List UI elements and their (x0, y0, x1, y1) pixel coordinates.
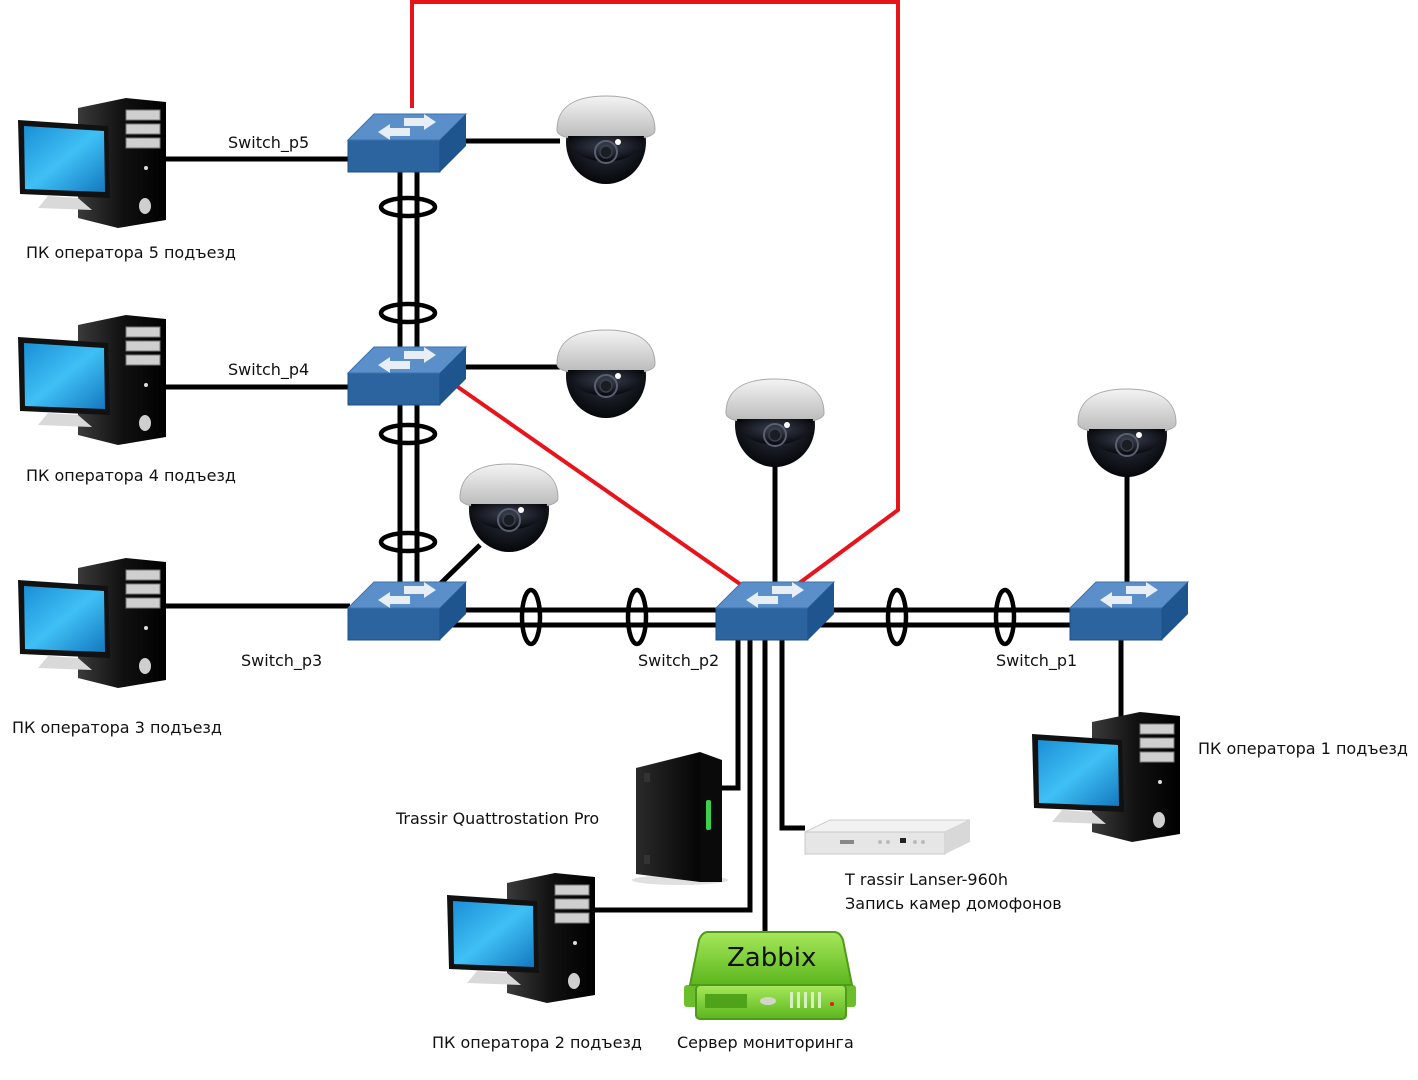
switch-p4[interactable] (347, 346, 467, 406)
pc-operator-5-label: ПК оператора 5 подъезд (26, 243, 236, 262)
lanser-dvr-icon[interactable] (804, 819, 971, 855)
pc-operator-3-label: ПК оператора 3 подъезд (12, 718, 222, 737)
zabbix-label: Сервер мониторинга (677, 1033, 854, 1052)
loop-link-p5-p2 (410, 0, 900, 586)
switch-p3-label: Switch_p3 (241, 651, 322, 671)
switch-p2-label: Switch_p2 (638, 651, 719, 671)
camera-p5-icon[interactable] (556, 95, 656, 185)
zabbix-badge: Zabbix (727, 943, 816, 973)
switch-p1-label: Switch_p1 (996, 651, 1077, 671)
link-aggregation-rings (378, 195, 1017, 647)
pc-operator-3[interactable] (17, 557, 167, 689)
quattrostation-server-icon[interactable] (632, 752, 728, 885)
pc-operator-1[interactable] (1031, 711, 1181, 843)
switch-p1[interactable] (1069, 581, 1189, 641)
camera-p3-icon[interactable] (459, 463, 559, 553)
server-cables (720, 640, 805, 932)
pc-cables (160, 156, 1124, 913)
lanser-label-line2: Запись камер домофонов (845, 894, 1062, 913)
camera-p1-icon[interactable] (1077, 388, 1177, 478)
camera-p2-icon[interactable] (725, 378, 825, 468)
pc-operator-2-label: ПК оператора 2 подъезд (432, 1033, 642, 1052)
pc-operator-2[interactable] (446, 872, 596, 1004)
loop-link-p4-p2 (453, 383, 742, 586)
switch-p5[interactable] (347, 113, 467, 173)
camera-cables (438, 138, 1130, 586)
switch-p4-label: Switch_p4 (228, 360, 309, 380)
pc-operator-5[interactable] (17, 97, 167, 229)
zabbix-server-icon[interactable] (684, 931, 856, 1020)
switch-p2[interactable] (715, 581, 835, 641)
lanser-label-line1: T rassir Lanser-960h (844, 870, 1008, 889)
switch-p5-label: Switch_p5 (228, 133, 309, 153)
pc-operator-4[interactable] (17, 314, 167, 446)
pc-operator-1-label: ПК оператора 1 подъезд (1198, 739, 1408, 758)
quattrostation-label: Trassir Quattrostation Pro (395, 809, 599, 828)
camera-p4-icon[interactable] (556, 329, 656, 419)
pc-operator-4-label: ПК оператора 4 подъезд (26, 466, 236, 485)
switch-p3[interactable] (347, 581, 467, 641)
